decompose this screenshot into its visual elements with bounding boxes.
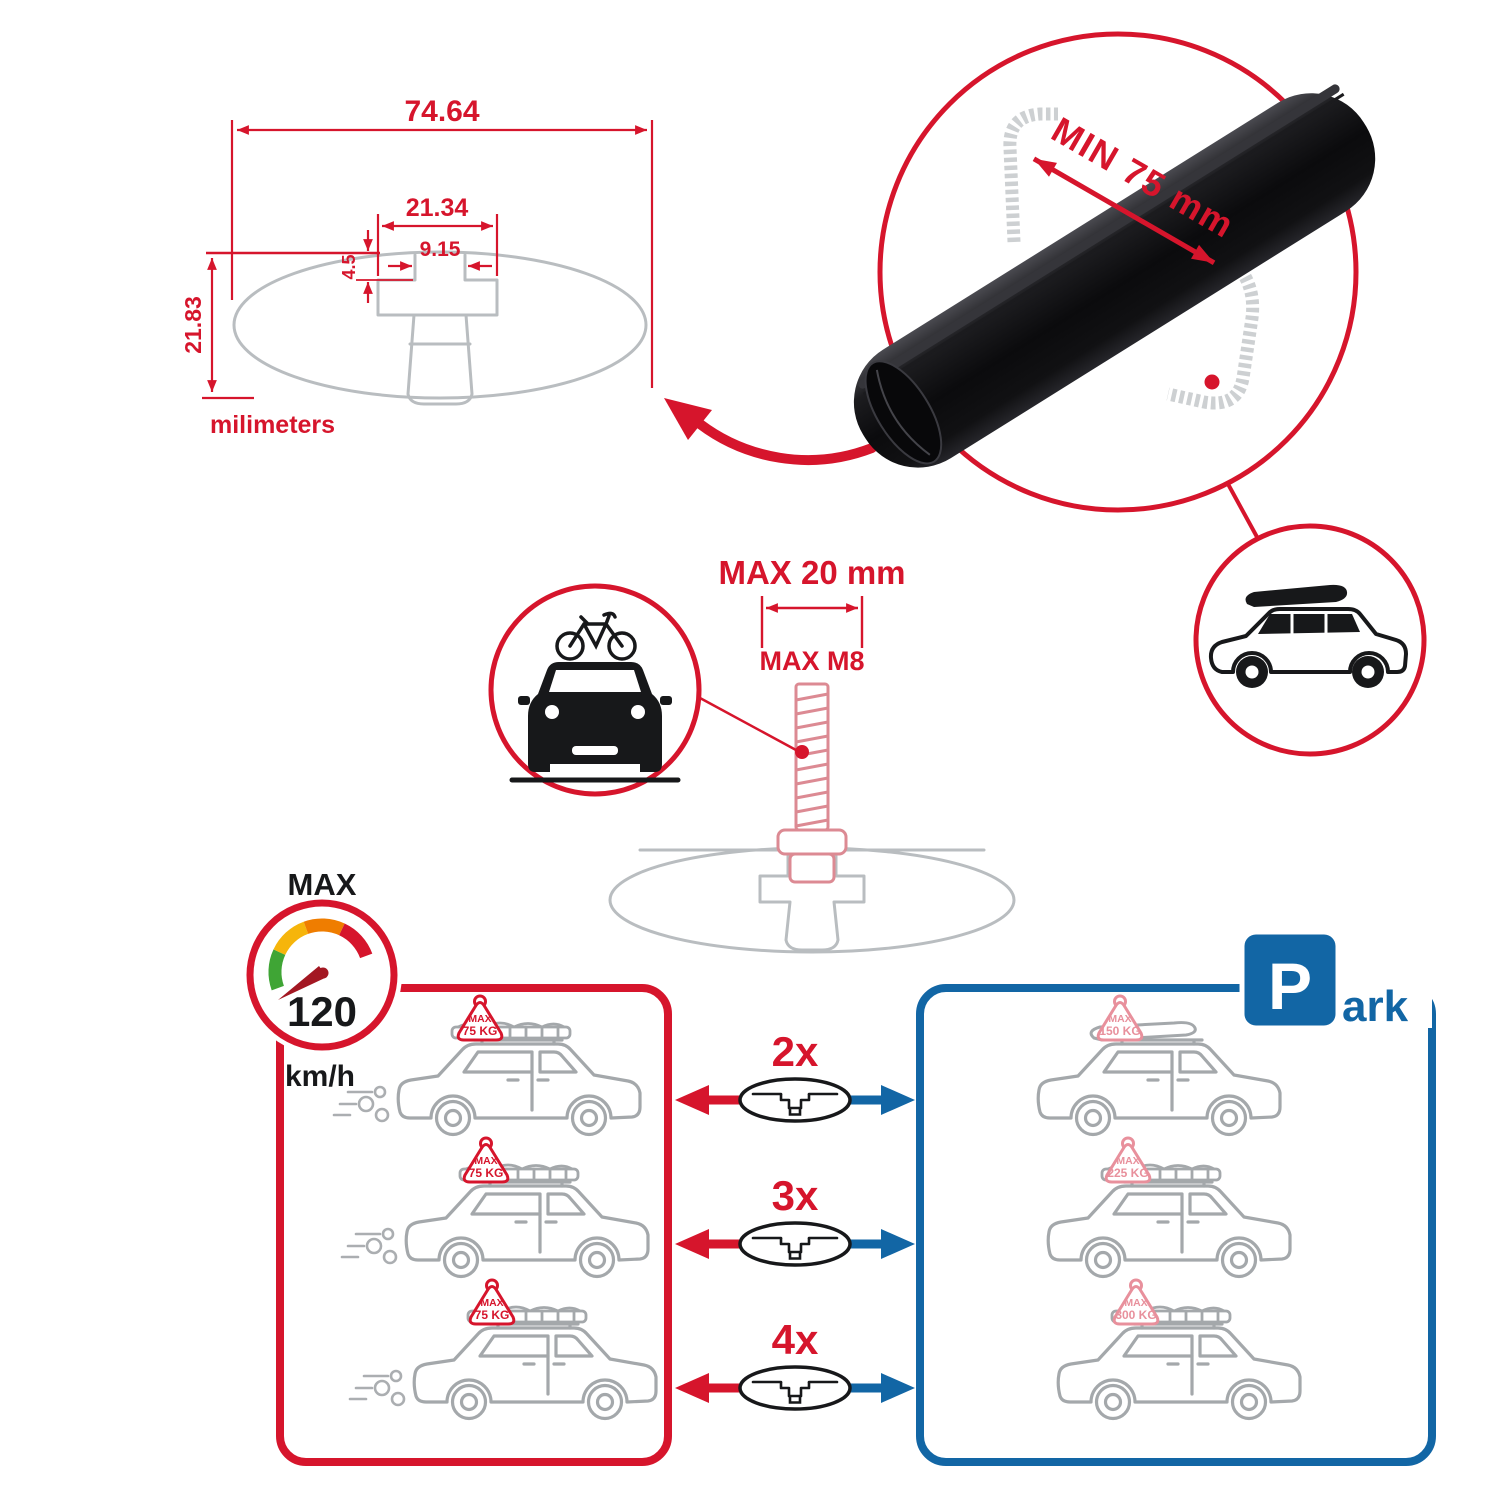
- zoom-pointer-arrow: [664, 398, 877, 465]
- dim-total-width-value: 74.64: [404, 95, 479, 128]
- parked-tag-1-value: 150 KG: [1099, 1024, 1140, 1038]
- car-grille: [572, 746, 618, 755]
- parked-tag-2-label: MAX: [1116, 1155, 1139, 1167]
- bolt-marker-dot: [795, 745, 809, 759]
- driving-car-3: [412, 1322, 658, 1421]
- parked-tag-3-value: 300 KG: [1115, 1308, 1156, 1322]
- driving-cars: MAX 75 KG MAX 75 KG MAX 75 KG: [332, 994, 658, 1421]
- car-headlight-left: [545, 705, 559, 719]
- gauge-arc-orange: [303, 918, 345, 936]
- t-bolt-drawing: [776, 682, 848, 884]
- driving-car-3-puffs: [348, 1369, 406, 1407]
- bolt-leader-line: [699, 696, 797, 752]
- driving-tag-3-value: 75 KG: [475, 1308, 510, 1322]
- dim-lip-depth-value: 4.5: [339, 254, 359, 279]
- park-sign: P ark: [1239, 929, 1432, 1031]
- parked-tag-2-value: 225 KG: [1107, 1166, 1148, 1180]
- multiplier-4x: 4x: [772, 1316, 819, 1363]
- driving-tag-1-label: MAX: [468, 1013, 491, 1025]
- arrow-row-4x: [673, 1365, 917, 1411]
- dimension-diagram: 74.64 21.34 9.15 4.5 21.83 milimeters: [180, 95, 654, 439]
- dim-slot-width-value: 9.15: [420, 238, 461, 261]
- gauge-needle: [278, 966, 327, 1000]
- black-crossbar-render: [853, 84, 1376, 468]
- roofbox-suv-circle: [1193, 523, 1427, 757]
- driving-tag-3-label: MAX: [480, 1297, 503, 1309]
- park-sign-letter: P: [1268, 949, 1312, 1023]
- park-suffix-backing: [1340, 980, 1432, 1028]
- detail-circle-outline: [877, 31, 1359, 513]
- speed-value: 120: [287, 988, 357, 1035]
- gauge-arc-red: [338, 923, 373, 959]
- bar-profile-ellipse: [232, 250, 648, 400]
- circle-connector-line: [1226, 483, 1259, 538]
- profile-stem: [406, 313, 474, 406]
- parked-car-3: [1056, 1322, 1302, 1421]
- driving-tag-2-value: 75 KG: [469, 1166, 504, 1180]
- units-label: milimeters: [210, 411, 335, 439]
- multiplier-rows: 2x 3x 4x: [673, 1028, 917, 1411]
- bicycle-icon: [555, 611, 637, 661]
- park-sign-square: [1239, 929, 1341, 1031]
- driving-car-2: [404, 1180, 650, 1279]
- crossbar-detail-circle: MIN 75 mm: [853, 31, 1376, 513]
- slot-profile-lines: [638, 848, 986, 952]
- gauge-arc-yellow: [273, 921, 309, 956]
- window-seams: [1290, 614, 1328, 634]
- arrow-row-2x: [673, 1077, 917, 1123]
- park-sign-suffix: ark: [1342, 982, 1409, 1031]
- parked-car-2: [1046, 1180, 1292, 1279]
- bolt-diagram: MAX 20 mm MAX M8: [608, 554, 1016, 954]
- u-bolt-rod-left: [1003, 107, 1058, 243]
- driving-load-panel: [276, 984, 672, 1466]
- parked-car-1: [1036, 1038, 1282, 1137]
- driving-car-1: [396, 1038, 642, 1137]
- suv-body: [1208, 607, 1408, 674]
- speed-unit: km/h: [285, 1060, 355, 1093]
- gauge-pivot: [317, 967, 329, 979]
- driving-car-2-puffs: [340, 1227, 398, 1265]
- dim-channel-width-value: 21.34: [406, 194, 469, 222]
- parked-cars: MAX 150 KG MAX 225 KG MAX 300 KG: [1036, 994, 1302, 1421]
- suv-roof-box: [1245, 584, 1348, 607]
- suv-windows: [1258, 614, 1360, 634]
- multiplier-3x: 3x: [772, 1172, 819, 1219]
- bolt-ext-lines: [760, 596, 864, 648]
- u-bolt-rod-right: [1166, 259, 1260, 410]
- car-mirror-right: [660, 696, 672, 705]
- dim-total-height-value: 21.83: [180, 296, 206, 354]
- speed-gauge: MAX 120 km/h: [242, 867, 402, 1093]
- driving-tag-2-label: MAX: [474, 1155, 497, 1167]
- bolt-max-thread-label: MAX M8: [759, 646, 864, 676]
- ext-lines-total-width: [230, 120, 654, 388]
- parked-tag-3-label: MAX: [1124, 1297, 1147, 1309]
- bar-end-cap: [864, 360, 943, 465]
- gauge-arc-green: [268, 949, 286, 991]
- bike-car-circle: [488, 583, 702, 797]
- profile-groove: [376, 253, 499, 317]
- car-mirror-left: [518, 696, 530, 705]
- multiplier-2x: 2x: [772, 1028, 819, 1075]
- parked-load-panel: [916, 984, 1436, 1466]
- arrow-row-3x: [673, 1221, 917, 1267]
- car-windshield: [549, 670, 641, 692]
- bolt-max-length-label: MAX 20 mm: [718, 554, 905, 591]
- ext-lines-channel-width: [376, 214, 499, 276]
- driving-tag-1-value: 75 KG: [463, 1024, 498, 1038]
- rod-marker-dot: [1204, 374, 1220, 390]
- car-headlight-right: [631, 705, 645, 719]
- parked-tag-1-label: MAX: [1108, 1013, 1131, 1025]
